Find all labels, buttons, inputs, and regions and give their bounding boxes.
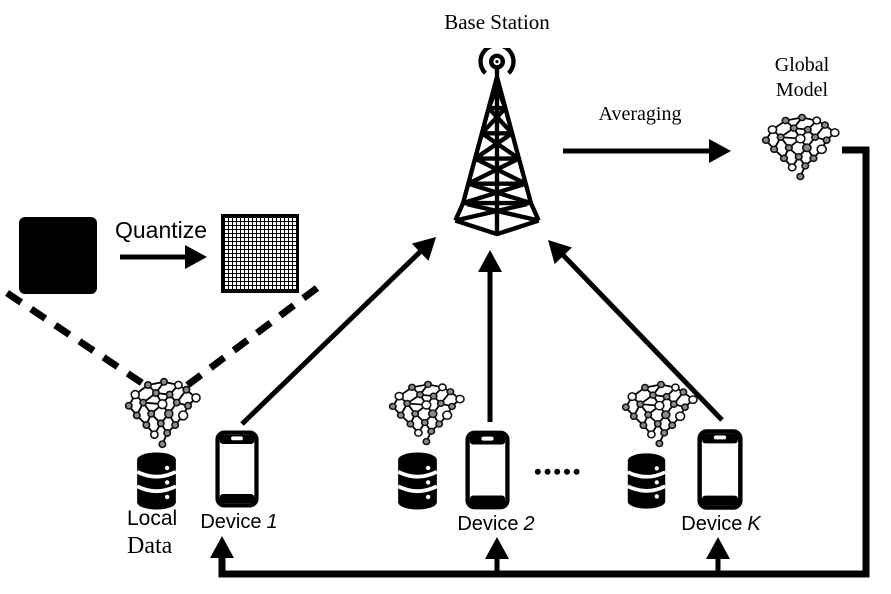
uplink-arrow-device2 [478, 250, 502, 422]
quantized-model-grid-icon [221, 214, 299, 293]
device2-name: Device [457, 513, 519, 535]
quantize-arrow [120, 245, 207, 269]
neural-network-icon-device2 [388, 380, 465, 446]
database-icon-device2 [396, 451, 439, 511]
averaging-label: Averaging [598, 103, 682, 125]
deviceK-name: Device [681, 513, 743, 535]
deviceK-index: K [747, 513, 761, 535]
local-data-line2: Data [127, 533, 173, 559]
callout-dash-left [5, 290, 144, 386]
broadcast-arrow-deviceK [706, 537, 730, 574]
smartphone-icon-deviceK [697, 427, 743, 512]
uplink-arrow-deviceK [548, 240, 724, 422]
full-model-square [19, 217, 97, 294]
database-icon-device1 [135, 451, 178, 511]
averaging-arrow [563, 139, 731, 163]
device1-index: 1 [266, 511, 278, 533]
radio-tower-icon [442, 48, 552, 238]
broadcast-path [210, 146, 870, 578]
local-data-line1: Local [127, 507, 178, 530]
uplink-arrow-device1 [240, 237, 436, 426]
database-icon-deviceK [625, 452, 668, 510]
neural-network-icon-global-model [761, 113, 840, 181]
neural-network-icon-deviceK [621, 380, 698, 448]
quantize-label: Quantize [114, 217, 208, 243]
ellipsis-dots: ••••• [534, 459, 583, 484]
global-model-label: Global Model [774, 54, 830, 101]
smartphone-icon-device1 [215, 426, 259, 512]
broadcast-arrow-device2 [485, 537, 509, 574]
neural-network-icon-device1 [124, 377, 201, 449]
base-station-label: Base Station [444, 10, 550, 34]
device1-name: Device [200, 511, 262, 533]
smartphone-icon-device2 [465, 427, 510, 513]
device2-index: 2 [523, 513, 535, 535]
local-data-label: Local Data [127, 505, 197, 560]
